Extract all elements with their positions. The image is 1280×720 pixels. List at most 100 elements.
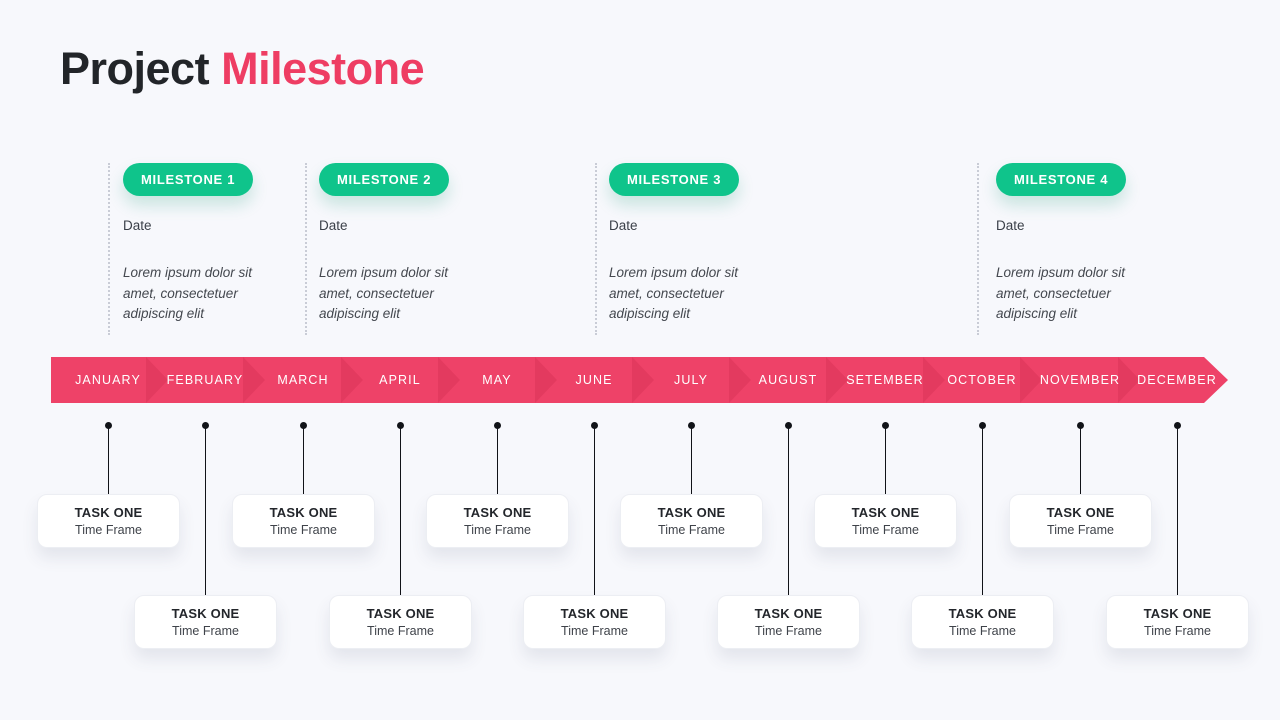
task-lower-title-4: TASK ONE	[754, 606, 823, 621]
connector-line-6	[594, 425, 595, 595]
chevron-right-icon-4	[437, 357, 460, 403]
task-lower-title-3: TASK ONE	[560, 606, 629, 621]
task-lower-card-5[interactable]: TASK ONE Time Frame	[911, 595, 1054, 649]
chevron-right-icon-8	[825, 357, 848, 403]
chevron-right-icon-3	[340, 357, 363, 403]
month-label-january[interactable]: JANUARY	[75, 373, 141, 387]
connector-dot-10	[979, 422, 986, 429]
connector-line-4	[400, 425, 401, 595]
milestone-badge-3[interactable]: MILESTONE 3	[609, 163, 740, 196]
connector-dot-3	[300, 422, 307, 429]
timeline-arrow-tip-icon	[1204, 357, 1228, 403]
month-label-november[interactable]: NOVEMBER	[1039, 373, 1121, 387]
timeline-month-bar: JANUARY FEBRUARY MARCH APRIL MAY JUNE JULY AUGU…	[51, 357, 1228, 403]
month-label-march[interactable]: MARCH	[277, 373, 329, 387]
chevron-right-icon-11	[1117, 357, 1140, 403]
month-label-april[interactable]: APRIL	[379, 373, 421, 387]
milestone-badge-1[interactable]: MILESTONE 1	[123, 163, 254, 196]
milestone-description-3: Lorem ipsum dolor sit amet, consectetuer…	[609, 265, 739, 322]
connector-line-3	[303, 425, 304, 494]
task-upper-card-5[interactable]: TASK ONE Time Frame	[814, 494, 957, 548]
page-title-part1: Project	[60, 43, 210, 94]
connector-line-10	[982, 425, 983, 595]
milestone-divider-4	[977, 163, 979, 335]
task-upper-timeframe-4: Time Frame	[658, 522, 725, 537]
month-label-october[interactable]: OCTOBER	[947, 373, 1017, 387]
month-label-december[interactable]: DECEMBER	[1137, 373, 1217, 387]
milestone-description-1: Lorem ipsum dolor sit amet, consectetuer…	[123, 265, 253, 322]
task-lower-title-2: TASK ONE	[366, 606, 435, 621]
task-upper-card-4[interactable]: TASK ONE Time Frame	[620, 494, 763, 548]
task-upper-card-3[interactable]: TASK ONE Time Frame	[426, 494, 569, 548]
task-upper-title-2: TASK ONE	[269, 505, 338, 520]
chevron-right-icon-10	[1020, 357, 1042, 403]
month-label-july[interactable]: JULY	[673, 373, 709, 387]
chevron-right-icon-5	[534, 357, 557, 403]
task-lower-timeframe-1: Time Frame	[172, 623, 239, 638]
connector-dot-7	[688, 422, 695, 429]
milestone-date-label-3: Date	[609, 218, 638, 233]
month-label-february[interactable]: FEBRUARY	[166, 373, 244, 387]
connector-dot-8	[785, 422, 792, 429]
connector-dot-5	[494, 422, 501, 429]
chevron-right-icon-7	[728, 357, 751, 403]
milestone-divider-1	[108, 163, 110, 335]
task-upper-title-5: TASK ONE	[851, 505, 920, 520]
task-lower-card-6[interactable]: TASK ONE Time Frame	[1106, 595, 1249, 649]
month-label-may[interactable]: MAY	[482, 373, 512, 387]
connector-dot-1	[105, 422, 112, 429]
task-lower-card-4[interactable]: TASK ONE Time Frame	[717, 595, 860, 649]
task-lower-card-2[interactable]: TASK ONE Time Frame	[329, 595, 472, 649]
task-upper-title-3: TASK ONE	[463, 505, 532, 520]
connector-line-5	[497, 425, 498, 494]
task-upper-timeframe-2: Time Frame	[270, 522, 337, 537]
task-lower-timeframe-4: Time Frame	[755, 623, 822, 638]
task-upper-timeframe-6: Time Frame	[1047, 522, 1114, 537]
milestone-date-label-2: Date	[319, 218, 348, 233]
chevron-right-icon-2	[243, 357, 265, 403]
task-upper-title-6: TASK ONE	[1046, 505, 1115, 520]
month-label-setember[interactable]: SETEMBER	[846, 373, 924, 387]
task-upper-timeframe-1: Time Frame	[75, 522, 142, 537]
month-label-august[interactable]: AUGUST	[758, 373, 818, 387]
task-lower-timeframe-2: Time Frame	[367, 623, 434, 638]
connector-line-7	[691, 425, 692, 494]
task-lower-timeframe-5: Time Frame	[949, 623, 1016, 638]
chevron-right-icon-6	[631, 357, 654, 403]
milestone-badge-4[interactable]: MILESTONE 4	[996, 163, 1127, 196]
milestone-divider-3	[595, 163, 597, 335]
milestone-badge-2[interactable]: MILESTONE 2	[319, 163, 450, 196]
connector-dot-4	[397, 422, 404, 429]
timeline-bar-body	[51, 357, 1204, 403]
milestone-date-label-1: Date	[123, 218, 152, 233]
connector-line-2	[205, 425, 206, 595]
milestone-description-2: Lorem ipsum dolor sit amet, consectetuer…	[319, 265, 449, 322]
connector-dot-9	[882, 422, 889, 429]
connector-dot-11	[1077, 422, 1084, 429]
connector-line-12	[1177, 425, 1178, 595]
connector-line-1	[108, 425, 109, 494]
task-upper-timeframe-3: Time Frame	[464, 522, 531, 537]
chevron-right-icon-9	[922, 357, 945, 403]
connector-line-11	[1080, 425, 1081, 494]
milestone-divider-2	[305, 163, 307, 335]
task-upper-card-6[interactable]: TASK ONE Time Frame	[1009, 494, 1152, 548]
task-upper-timeframe-5: Time Frame	[852, 522, 919, 537]
page-title: Project Milestone	[60, 43, 425, 94]
task-lower-timeframe-6: Time Frame	[1144, 623, 1211, 638]
task-lower-title-5: TASK ONE	[948, 606, 1017, 621]
milestone-description-4: Lorem ipsum dolor sit amet, consectetuer…	[996, 265, 1126, 322]
month-label-june[interactable]: JUNE	[575, 373, 613, 387]
task-upper-title-4: TASK ONE	[657, 505, 726, 520]
connector-dot-6	[591, 422, 598, 429]
task-upper-card-2[interactable]: TASK ONE Time Frame	[232, 494, 375, 548]
task-lower-title-6: TASK ONE	[1143, 606, 1212, 621]
connector-line-9	[885, 425, 886, 494]
